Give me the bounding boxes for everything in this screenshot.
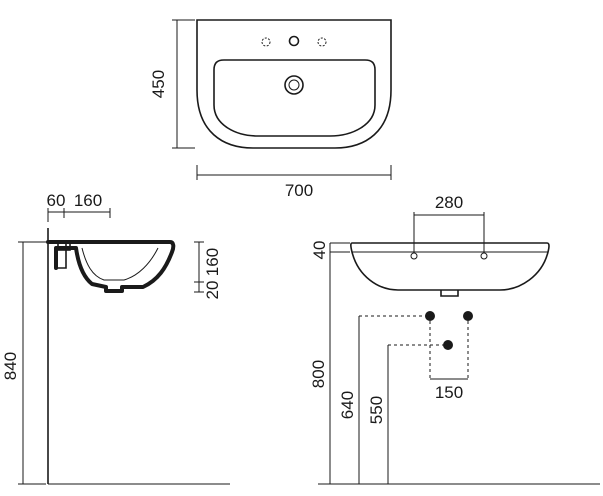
top-view-tap-hole-left xyxy=(261,37,271,47)
front-view-supply-right xyxy=(463,311,473,321)
front-view-waste-outlet xyxy=(443,340,453,350)
dim-top-width: 700 xyxy=(285,181,313,200)
top-view-tap-hole-right xyxy=(317,37,327,47)
front-view-tap-hole-left xyxy=(410,252,418,260)
front-view: 280 40 800 640 550 150 xyxy=(309,193,600,485)
dim-front-rim: 40 xyxy=(310,241,329,260)
front-view-tap-hole-right xyxy=(480,252,488,260)
dim-side-basin-depth: 160 xyxy=(74,191,102,210)
front-view-supply-left xyxy=(425,311,435,321)
dim-side-wall-offset: 60 xyxy=(47,191,66,210)
dim-top-depth: 450 xyxy=(149,70,168,98)
top-view-drain xyxy=(284,75,304,95)
top-view-bowl xyxy=(213,59,376,137)
top-view-drain-inner xyxy=(288,79,300,91)
dim-front-height-640: 640 xyxy=(338,391,357,419)
top-view: 450 700 xyxy=(149,19,392,200)
side-view: 60 160 160 20 840 xyxy=(1,191,230,485)
dim-front-height-800: 800 xyxy=(309,360,328,388)
dim-side-rim-thickness: 20 xyxy=(203,281,222,300)
front-view-basin-outline xyxy=(350,242,550,291)
dim-front-supply-spacing: 150 xyxy=(435,383,463,402)
top-view-tap-hole-center xyxy=(288,35,300,47)
side-view-basin-section xyxy=(46,240,176,293)
dim-side-rim-height: 160 xyxy=(203,248,222,276)
top-view-basin-outline xyxy=(196,19,392,149)
dim-front-height-550: 550 xyxy=(367,396,386,424)
dim-front-tap-spacing: 280 xyxy=(435,193,463,212)
dim-side-total-height: 840 xyxy=(1,352,20,380)
